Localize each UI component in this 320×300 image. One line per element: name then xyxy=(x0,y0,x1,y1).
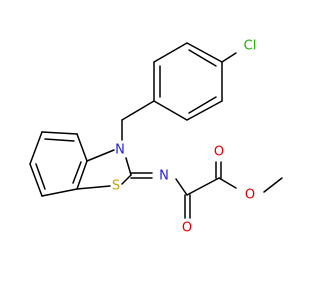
bond xyxy=(175,178,188,196)
ring-nitrogen-label: N xyxy=(115,143,125,158)
thiazole-ring xyxy=(76,149,132,190)
bond xyxy=(186,177,220,196)
sulfur-label: S xyxy=(112,179,120,194)
bond xyxy=(76,133,88,162)
bond-inner xyxy=(35,163,46,190)
bond xyxy=(41,188,78,197)
bond xyxy=(121,174,132,185)
ester-carbonyl-oxygen-label: O xyxy=(214,145,224,160)
bond-inner xyxy=(188,96,217,114)
bond xyxy=(29,131,43,165)
bond xyxy=(263,177,283,193)
bond-inner xyxy=(72,161,82,184)
ester-oxygen-label: O xyxy=(245,188,255,203)
bond xyxy=(186,100,223,121)
bond xyxy=(153,42,188,63)
bond xyxy=(186,42,223,63)
chlorophenyl-ring xyxy=(153,42,237,121)
bond xyxy=(29,163,43,197)
bond-inner xyxy=(188,49,217,67)
bond xyxy=(218,177,237,189)
chlorine-label: Cl xyxy=(244,39,257,54)
bond xyxy=(76,160,88,190)
molecule-drawing: Cl N S N O O O xyxy=(29,39,283,236)
bond xyxy=(125,157,132,176)
bond xyxy=(86,149,115,162)
oxalyl-ester-chain xyxy=(130,161,283,219)
bond xyxy=(41,131,78,135)
bond xyxy=(121,100,155,121)
benzo-ring xyxy=(29,131,88,197)
benzyl-linker xyxy=(121,100,155,141)
bond-to-chlorine xyxy=(221,52,237,63)
bond xyxy=(76,185,111,190)
structure-diagram: Cl N S N O O O xyxy=(29,39,283,236)
bond-inner xyxy=(44,138,75,142)
keto-oxygen-label: O xyxy=(182,221,192,236)
bond xyxy=(153,100,188,121)
imine-nitrogen-label: N xyxy=(159,169,169,184)
